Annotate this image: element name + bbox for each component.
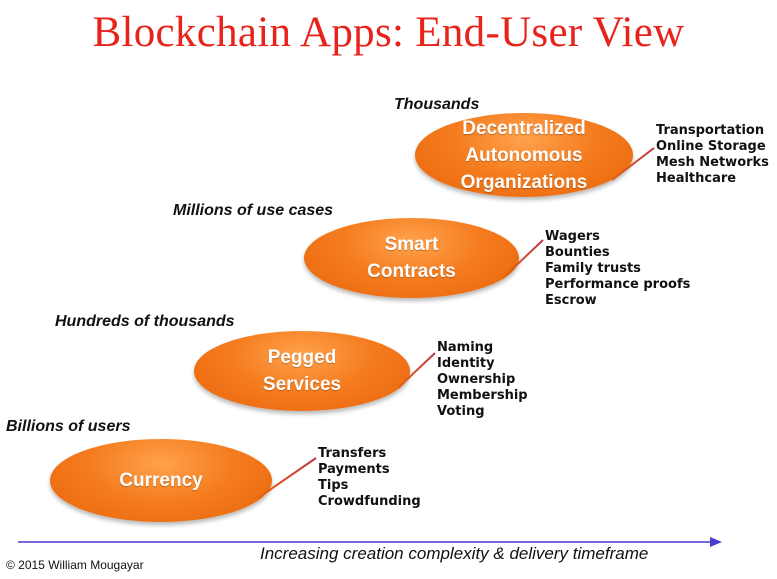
list-item: Tips [318, 478, 349, 493]
list-item: Ownership [437, 372, 516, 387]
list-item: Healthcare [656, 171, 737, 186]
axis-label: Increasing creation complexity & deliver… [260, 544, 649, 563]
tier-ellipse-currency: Currency [50, 439, 272, 522]
tier-name: Pegged Services [262, 347, 342, 395]
list-item: Wagers [545, 229, 600, 244]
tier-scale-label: Millions of use cases [173, 202, 334, 219]
list-item: Transfers [318, 446, 387, 461]
tier-ellipse-smart-contracts: Smart Contracts [304, 218, 519, 298]
list-item: Transportation [656, 123, 765, 138]
tier-scale-label: Hundreds of thousands [55, 313, 235, 330]
list-item: Identity [437, 356, 495, 371]
connector-line [257, 457, 317, 499]
list-item: Bounties [545, 245, 610, 260]
copyright: © 2015 William Mougayar [6, 558, 144, 572]
tier-ellipse-pegged-services: Pegged Services [194, 331, 410, 411]
list-item: Online Storage [656, 139, 766, 154]
list-item: Family trusts [545, 261, 641, 276]
tier-name: Decentralized Autonomous Organizations [460, 117, 588, 193]
tier-ellipse-daos: Decentralized Autonomous Organizations [415, 113, 633, 197]
connector-line [611, 147, 655, 181]
tier-items-list: Transfers Payments Tips Crowdfunding [318, 446, 421, 510]
list-item: Escrow [545, 293, 597, 308]
page-title: Blockchain Apps: End-User View [92, 9, 685, 56]
connector-line [502, 239, 544, 279]
list-item: Crowdfunding [318, 494, 421, 509]
list-item: Mesh Networks [656, 155, 769, 170]
connector-line [397, 352, 436, 389]
list-item: Membership [437, 388, 528, 403]
tier-scale-label: Billions of users [6, 418, 131, 435]
tier-scale-label: Thousands [394, 96, 480, 113]
tier-items-list: Naming Identity Ownership Membership Vot… [437, 340, 528, 420]
list-item: Voting [437, 404, 485, 419]
list-item: Naming [437, 340, 494, 355]
tier-items-list: Wagers Bounties Family trusts Performanc… [545, 229, 690, 309]
tier-name: Currency [119, 470, 203, 491]
tier-items-list: Transportation Online Storage Mesh Netwo… [656, 123, 769, 187]
axis-arrowhead [710, 537, 722, 547]
list-item: Payments [318, 462, 390, 477]
list-item: Performance proofs [545, 277, 691, 292]
tier-name: Smart Contracts [367, 234, 456, 282]
